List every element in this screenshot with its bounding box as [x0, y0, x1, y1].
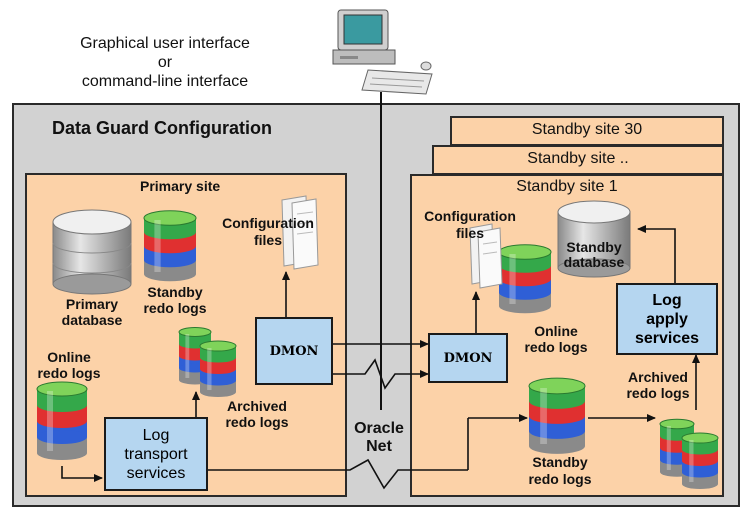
log-transport-line1: Log	[142, 426, 170, 444]
config-files-icon-primary	[281, 195, 319, 270]
oracle-net-label-line2: Net	[366, 438, 392, 455]
primary-standby-logs-label-line1: Standby	[147, 284, 203, 300]
primary-archived-logs-label-line1: Archived	[227, 398, 287, 414]
primary-online-logs-label-line1: Online	[47, 349, 91, 365]
log-apply-line1: Log	[652, 291, 682, 309]
primary-online-redo-logs-icon	[36, 381, 88, 460]
primary-online-logs-label-line2: redo logs	[37, 365, 101, 381]
oracle-net-label-line1: Oracle	[354, 420, 404, 437]
standby-database-label-line2: database	[563, 254, 625, 270]
standby-archived-logs-label-line1: Archived	[628, 369, 688, 385]
primary-config-files-label-line1: Configuration	[222, 215, 314, 231]
config-files-icon-standby	[469, 223, 503, 289]
log-transport-line3: services	[126, 464, 186, 482]
log-cylinders	[36, 210, 719, 490]
log-apply-line3: services	[634, 329, 700, 347]
standby-online-logs-label-line2: redo logs	[524, 339, 588, 355]
standby-redo-logs-label-line2: redo logs	[528, 471, 592, 487]
primary-database-icon	[52, 209, 132, 295]
primary-site-title: Primary site	[140, 178, 221, 194]
arrow-transport-to-standby	[207, 458, 468, 490]
log-apply-line2: apply	[646, 310, 688, 328]
primary-standby-redo-logs-icon	[143, 210, 197, 282]
interface-label-line2: or	[157, 54, 173, 71]
standby-online-logs-label-line1: Online	[534, 323, 578, 339]
primary-archived-redo-logs-icon-front	[199, 340, 237, 398]
standby-archived-logs-label-line2: redo logs	[626, 385, 690, 401]
standby-config-files-label-line1: Configuration	[424, 208, 516, 224]
log-transport-services-box: Log transport services	[104, 417, 208, 491]
dmon-primary: DMON	[255, 317, 333, 385]
standby-archived-redo-logs-icon-front	[681, 432, 719, 490]
interface-label-line3: command-line interface	[81, 73, 249, 90]
arrow-online-to-transport	[61, 466, 103, 482]
configuration-title: Data Guard Configuration	[52, 118, 272, 138]
standby-site-30-label: Standby site 30	[531, 121, 643, 138]
log-apply-services-box: Log apply services	[616, 283, 718, 355]
log-transport-line2: transport	[124, 445, 188, 463]
arrow-dmon-link-lower	[325, 358, 429, 390]
arrow-apply-to-standbydb	[637, 225, 676, 283]
standby-site-1-label: Standby site 1	[516, 178, 618, 195]
primary-config-files-label-line2: files	[253, 232, 282, 248]
standby-database-icon	[557, 200, 631, 278]
interface-label-line1: Graphical user interface	[80, 35, 250, 52]
standby-site-dots-label: Standby site ..	[527, 150, 629, 167]
standby-config-files-label-line2: files	[455, 225, 484, 241]
computer-icon	[332, 9, 433, 95]
standby-redo-logs-icon	[528, 377, 586, 454]
primary-standby-logs-label-line2: redo logs	[143, 300, 207, 316]
primary-database-label-line2: database	[61, 312, 123, 328]
standby-redo-logs-label-line1: Standby	[532, 454, 588, 470]
dmon-standby: DMON	[428, 333, 508, 383]
primary-archived-logs-label-line2: redo logs	[225, 414, 289, 430]
standby-online-redo-logs-icon	[498, 244, 552, 314]
primary-database-label-line1: Primary	[65, 296, 119, 312]
standby-database-label-line1: Standby	[566, 239, 622, 255]
